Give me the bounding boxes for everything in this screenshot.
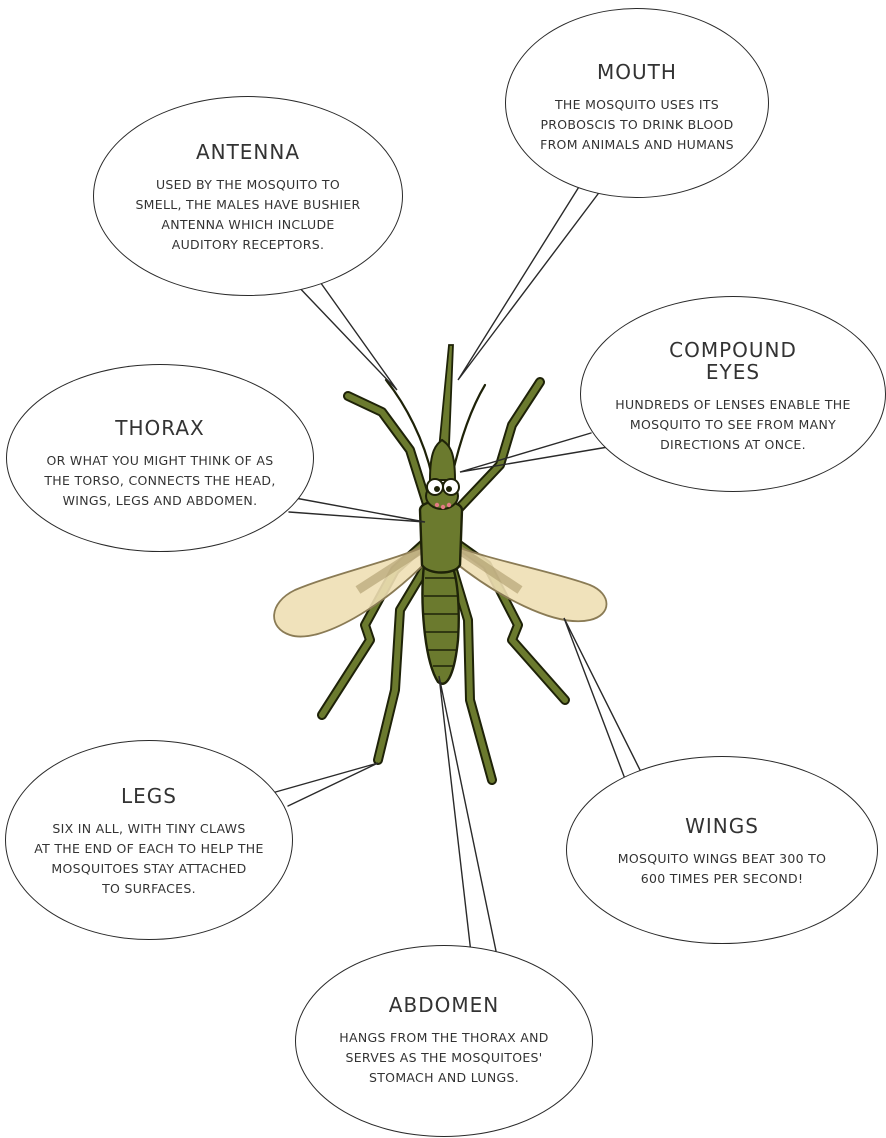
- compound-eyes-title: COMPOUND EYES: [581, 339, 885, 383]
- compound-eyes-callout: COMPOUND EYES HUNDREDS OF LENSES ENABLE …: [580, 296, 886, 492]
- thorax-callout: THORAX OR WHAT YOU MIGHT THINK OF AS THE…: [6, 364, 314, 552]
- abdomen-callout: ABDOMEN HANGS FROM THE THORAX AND SERVES…: [295, 945, 593, 1137]
- thorax-description: OR WHAT YOU MIGHT THINK OF AS THE TORSO,…: [7, 451, 313, 511]
- mosquito-abdomen: [423, 565, 459, 684]
- compound-eyes-description: HUNDREDS OF LENSES ENABLE THE MOSQUITO T…: [581, 395, 885, 455]
- abdomen-description: HANGS FROM THE THORAX AND SERVES AS THE …: [296, 1028, 592, 1088]
- mosquito-head: [426, 440, 459, 509]
- thorax-title: THORAX: [7, 417, 313, 439]
- abdomen-title: ABDOMEN: [296, 994, 592, 1016]
- wings-description: MOSQUITO WINGS BEAT 300 TO 600 TIMES PER…: [567, 849, 877, 889]
- wings-title: WINGS: [567, 815, 877, 837]
- wings-callout: WINGS MOSQUITO WINGS BEAT 300 TO 600 TIM…: [566, 756, 878, 944]
- legs-description: SIX IN ALL, WITH TINY CLAWS AT THE END O…: [6, 819, 292, 899]
- antenna-description: USED BY THE MOSQUITO TO SMELL, THE MALES…: [94, 175, 402, 255]
- antenna-title: ANTENNA: [94, 141, 402, 163]
- legs-callout: LEGS SIX IN ALL, WITH TINY CLAWS AT THE …: [5, 740, 293, 940]
- mosquito-thorax: [420, 501, 462, 573]
- wings-pointer: [564, 618, 640, 800]
- legs-title: LEGS: [6, 785, 292, 807]
- antenna-pointer: [294, 272, 397, 390]
- abdomen-pointer: [439, 676, 496, 953]
- mouth-description: THE MOSQUITO USES ITS PROBOSCIS TO DRINK…: [506, 95, 768, 155]
- mouth-title: MOUTH: [506, 61, 768, 83]
- mouth-callout: MOUTH THE MOSQUITO USES ITS PROBOSCIS TO…: [505, 8, 769, 198]
- antenna-callout: ANTENNA USED BY THE MOSQUITO TO SMELL, T…: [93, 96, 403, 296]
